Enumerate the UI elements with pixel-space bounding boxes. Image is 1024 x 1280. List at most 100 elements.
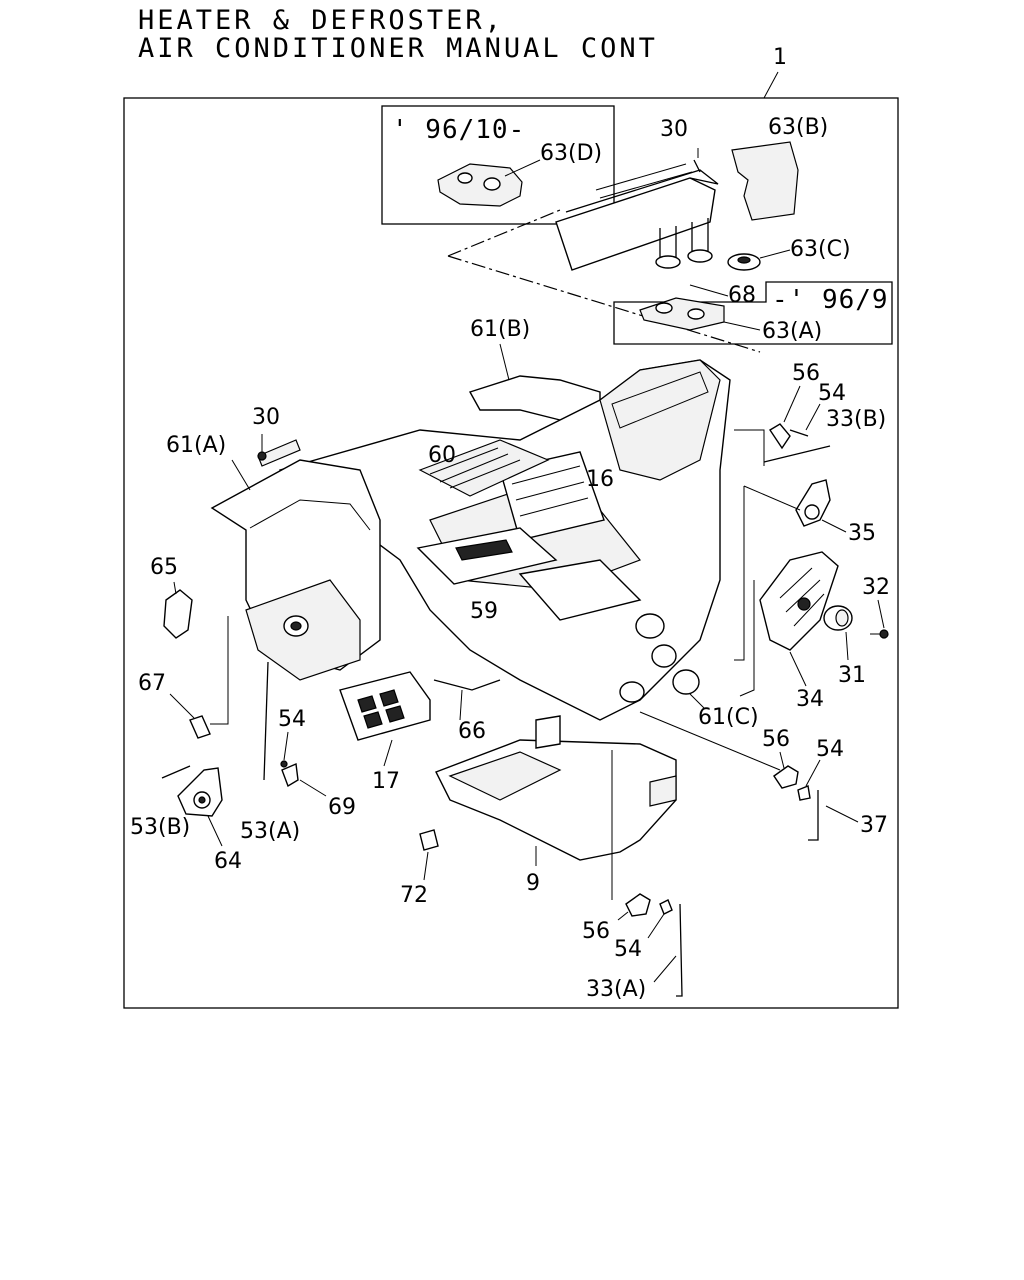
callout-37: 37 xyxy=(860,813,888,838)
callout-66: 66 xyxy=(458,719,486,744)
clip-54-bot xyxy=(659,899,673,915)
callout-69: 69 xyxy=(328,795,356,820)
callout-31: 31 xyxy=(838,663,866,688)
callout-65: 65 xyxy=(150,555,178,580)
inset-date-from: ' 96/10- xyxy=(392,115,525,145)
lever-56-mid xyxy=(773,765,799,789)
leader-63a xyxy=(723,321,761,331)
rod-33b xyxy=(763,445,831,463)
callout-61a: 61(A) xyxy=(166,433,226,458)
frame-line-mid xyxy=(734,486,745,661)
inset-date-to: -' 96/9 xyxy=(772,285,889,315)
leader-54-mid xyxy=(805,759,821,787)
frame-line-right xyxy=(739,580,755,697)
case-lower-block xyxy=(518,559,642,621)
callout-63a: 63(A) xyxy=(762,319,822,344)
leader-72 xyxy=(423,851,429,881)
callout-72: 72 xyxy=(400,883,428,908)
callout-35: 35 xyxy=(848,521,876,546)
callout-63b: 63(B) xyxy=(768,115,828,140)
evaporator-pipes xyxy=(659,218,709,262)
link-65 xyxy=(163,589,193,639)
callout-32: 32 xyxy=(862,575,890,600)
leader-54-left xyxy=(283,731,289,761)
leader-61a xyxy=(231,459,251,491)
evaporator-core xyxy=(555,177,716,271)
callout-1: 1 xyxy=(773,45,787,70)
case-upper-duct xyxy=(599,359,721,481)
clip-54-mid xyxy=(797,785,811,801)
callout-60: 60 xyxy=(428,443,456,468)
diagram-frame xyxy=(123,97,899,1009)
leader-32 xyxy=(877,599,885,629)
drain-bracket xyxy=(535,715,561,749)
panel-59-window xyxy=(455,539,513,561)
lower-case-outlet xyxy=(649,775,677,807)
clip-72 xyxy=(419,829,439,851)
inset-box-lower xyxy=(613,281,893,345)
heater-core-fins xyxy=(429,447,521,489)
leader-65 xyxy=(173,581,177,595)
lever-69 xyxy=(281,762,299,788)
gear-31-face xyxy=(835,609,849,627)
leader-63d xyxy=(504,159,541,177)
frame-line-low xyxy=(639,711,781,771)
callout-56-mid: 56 xyxy=(762,727,790,752)
leader-67 xyxy=(169,693,195,719)
leader-61c xyxy=(689,693,705,709)
actuator-35-gear xyxy=(804,504,820,520)
outlet-61c-4 xyxy=(619,681,645,703)
callout-9: 9 xyxy=(526,871,540,896)
leader-69 xyxy=(299,779,327,797)
leader-54-bot xyxy=(647,913,665,939)
pad-hole-1 xyxy=(457,172,473,184)
callout-53b: 53(B) xyxy=(130,815,190,840)
callout-68: 68 xyxy=(728,283,756,308)
heater-core-60 xyxy=(418,439,550,497)
pad-63a-hole-1 xyxy=(655,302,673,314)
pad-63a xyxy=(639,297,725,331)
evaporator-edge xyxy=(565,169,719,213)
callout-67: 67 xyxy=(138,671,166,696)
screw-30 xyxy=(257,451,267,461)
outlet-61c-2 xyxy=(651,644,677,668)
callout-54-top: 54 xyxy=(818,381,846,406)
filter-16 xyxy=(499,451,605,541)
diagram-title-line2: AIR CONDITIONER MANUAL CONT xyxy=(138,33,658,64)
clip-54-top xyxy=(789,429,809,437)
leader-56-bot xyxy=(617,911,629,921)
callout-30-top: 30 xyxy=(660,117,688,142)
leader-35-frame xyxy=(743,485,801,511)
callout-59: 59 xyxy=(470,599,498,624)
callout-56-top: 56 xyxy=(792,361,820,386)
actuator-64-hub xyxy=(198,796,206,804)
callout-54-left: 54 xyxy=(278,707,306,732)
pad-63a-hole-2 xyxy=(687,308,705,320)
leader-54-top xyxy=(805,403,821,431)
outlet-61c-3 xyxy=(672,669,700,695)
leader-64 xyxy=(207,815,223,847)
leader-66 xyxy=(459,689,463,721)
leader-17 xyxy=(383,739,393,767)
pipe-end-1 xyxy=(655,255,681,269)
callout-63d: 63(D) xyxy=(540,141,602,166)
bolt-30-top xyxy=(693,159,701,173)
grommet-hole xyxy=(737,256,751,264)
callout-30-left: 30 xyxy=(252,405,280,430)
leader-35 xyxy=(821,519,847,533)
evaporator-fins xyxy=(595,163,693,199)
callout-33b: 33(B) xyxy=(826,407,886,432)
clip-54-left xyxy=(280,760,288,768)
callout-17: 17 xyxy=(372,769,400,794)
frame-line-top xyxy=(734,429,765,466)
leader-31 xyxy=(845,631,849,661)
rod-53b xyxy=(161,765,191,779)
dash-line-b xyxy=(447,255,761,353)
leader-33a xyxy=(653,955,677,983)
callout-56-bot: 56 xyxy=(582,919,610,944)
diagram-title-line1: HEATER & DEFROSTER, xyxy=(138,5,504,36)
rod-53a xyxy=(263,661,269,781)
pad-63d xyxy=(437,163,523,207)
servo-34-ribs xyxy=(779,567,825,627)
